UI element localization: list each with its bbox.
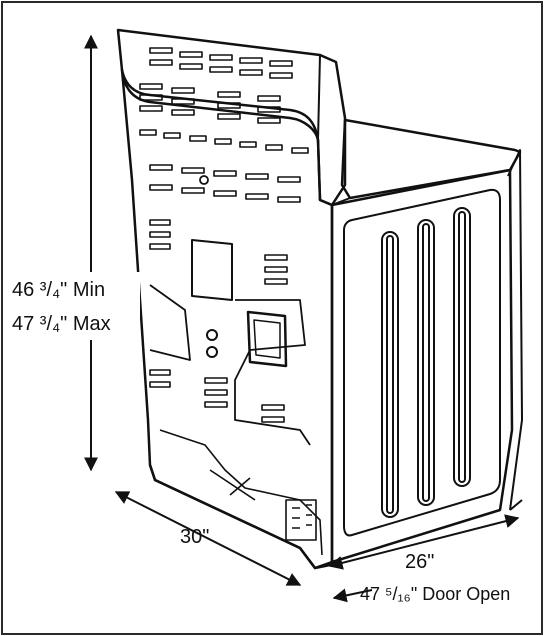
control-console (116, 28, 347, 207)
depth-label: 26" (405, 551, 434, 573)
door-open-arrow (332, 588, 373, 603)
washer-base (148, 464, 334, 570)
rear-vents (149, 164, 301, 423)
width-label: 30" (180, 526, 209, 548)
water-inlet-bottom (206, 346, 218, 358)
rear-access-panel (246, 310, 288, 368)
depth-arrow (328, 514, 520, 570)
side-ribs (381, 207, 471, 518)
washer-illustration (116, 28, 523, 570)
side-inset-panel (343, 188, 501, 537)
width-arrow (114, 491, 302, 586)
height-max-label: 47 ³/₄" Max (12, 313, 111, 335)
dimension-lines (84, 34, 520, 603)
door-open-label: 47 ⁵/₁₆" Door Open (360, 584, 510, 604)
rear-connector-block (285, 499, 317, 541)
console-vents (139, 47, 309, 154)
water-inlet-top (206, 329, 218, 341)
height-min-label: 46 ³/₄" Min (12, 279, 105, 301)
washer-top-lid (340, 118, 522, 200)
rear-emboss-center (191, 239, 233, 301)
